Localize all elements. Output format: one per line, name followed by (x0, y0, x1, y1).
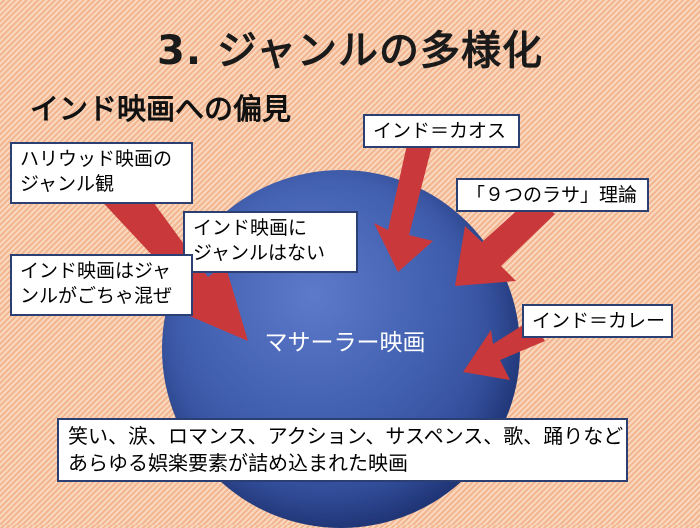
box-no-genre-line-2: ジャンルはない (193, 242, 326, 264)
box-curry-text: インド＝カレー (532, 310, 666, 332)
box-hollywood-genre-view: ハリウッド映画の ジャンル観 (10, 142, 193, 204)
box-india-curry: インド＝カレー (522, 304, 673, 338)
box-masala-description: 笑い、涙、ロマンス、アクション、サスペンス、歌、踊りなど あらゆる娯楽要素が詰め… (57, 418, 628, 482)
box-rasa-theory: 「９つのラサ」理論 (456, 178, 649, 212)
arrow-rasa (455, 196, 555, 286)
box-mixed-line-2: ンルがごちゃ混ぜ (20, 285, 173, 307)
box-bottom-line-1: 笑い、涙、ロマンス、アクション、サスペンス、歌、踊りなど (68, 424, 624, 448)
box-mixed-line-1: インド映画はジャ (20, 260, 172, 282)
box-hollywood-line-2: ジャンル観 (20, 173, 115, 195)
slide-title: 3. ジャンルの多様化 (157, 28, 543, 74)
box-chaos-text: インド＝カオス (373, 120, 507, 142)
box-rasa-text: 「９つのラサ」理論 (466, 184, 638, 206)
box-hollywood-line-1: ハリウッド映画の (20, 148, 173, 170)
box-bottom-line-2: あらゆる娯楽要素が詰め込まれた映画 (68, 451, 408, 475)
arrow-chaos (374, 140, 433, 272)
box-genre-mixed: インド映画はジャ ンルがごちゃ混ぜ (10, 254, 193, 316)
slide-subtitle: インド映画への偏見 (30, 92, 292, 126)
box-no-genre: インド映画に ジャンルはない (183, 211, 358, 273)
center-label: マサーラー映画 (264, 330, 426, 356)
box-india-chaos: インド＝カオス (363, 114, 520, 148)
box-no-genre-line-1: インド映画に (193, 217, 308, 239)
